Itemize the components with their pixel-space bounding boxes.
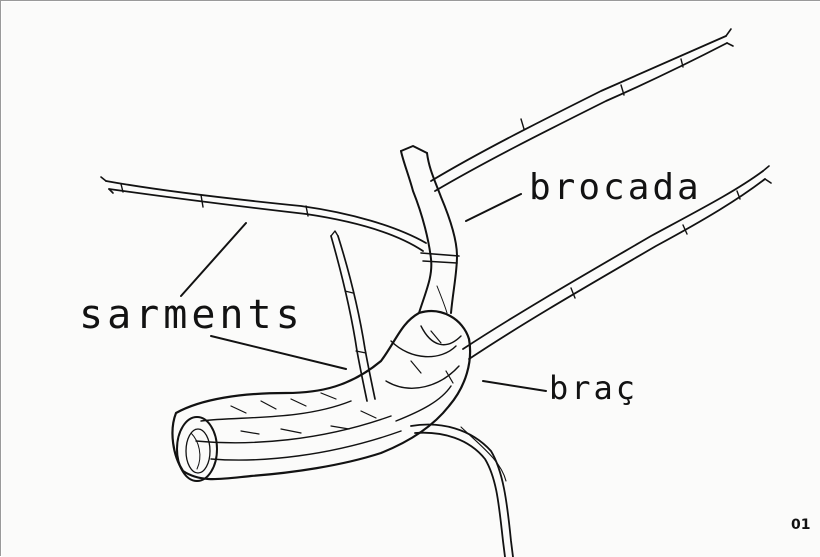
leader-brac — [483, 381, 546, 391]
root — [411, 425, 513, 557]
cane-small — [331, 231, 375, 401]
label-brac: braç — [549, 369, 638, 407]
spur-brocada — [401, 146, 459, 313]
leader-brocada — [466, 194, 521, 221]
figure-number: 01 — [791, 517, 810, 533]
label-sarments: sarments — [79, 292, 304, 338]
label-brocada: brocada — [529, 167, 702, 208]
cane-left — [101, 177, 426, 251]
leader-sarments-lower — [211, 336, 346, 369]
leader-sarments-upper — [181, 223, 246, 296]
